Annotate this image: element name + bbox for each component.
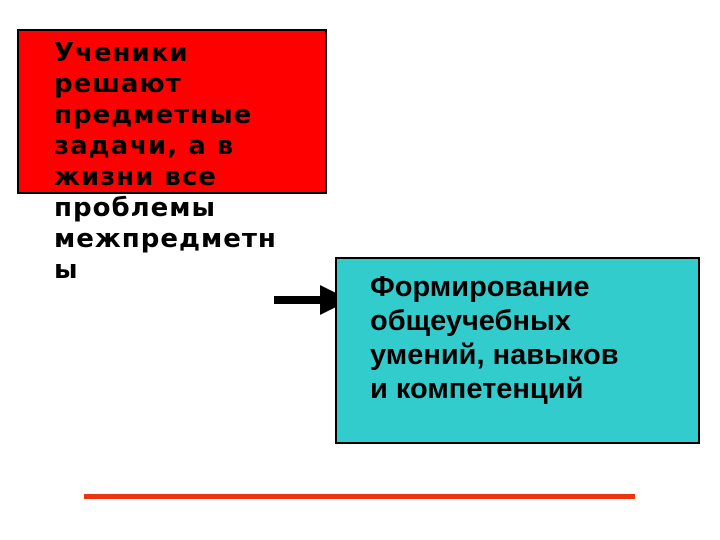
bottom-divider-line bbox=[84, 494, 635, 499]
students-solve-text: Ученики решают предметные задачи, а в жи… bbox=[54, 38, 277, 285]
red-text-box bbox=[17, 29, 327, 194]
skills-formation-text: Формирование общеучебных умений, навыков… bbox=[370, 271, 619, 405]
cyan-text-box bbox=[335, 257, 700, 444]
